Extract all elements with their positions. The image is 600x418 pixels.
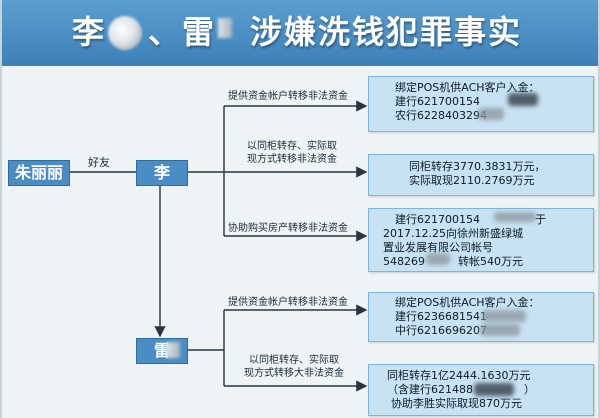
redaction-mark xyxy=(474,383,514,396)
fact-box-5: 同柜转存1亿2444.1630万元 （含建行621488 ） 协助李胜实际取现8… xyxy=(368,364,594,416)
redacted-name-blur xyxy=(108,16,142,50)
fact-box-2: 同柜转存3770.3831万元， 实际取现2110.2769万元 xyxy=(368,154,594,196)
fact-box-1: 绑定POS机供ACH客户入金： 建行621700154 农行6228403294 xyxy=(368,76,594,132)
redacted-name-blur xyxy=(166,342,180,358)
redaction-mark xyxy=(480,324,520,336)
relation-label: 好友 xyxy=(88,156,110,169)
person-node-lei: 雷 xyxy=(136,338,188,364)
title-char-1: 李 xyxy=(72,13,107,51)
title-char-2: 雷 xyxy=(182,13,217,51)
page-title: 涉嫌洗钱犯罪事实 xyxy=(250,13,523,51)
fact-box-3: 建行621700154 于 2017.12.25向徐州新盛绿城 置业发展有限公司… xyxy=(368,208,594,272)
title-bar: 李 、 雷 涉嫌洗钱犯罪事实 xyxy=(2,0,598,66)
redaction-mark xyxy=(494,212,536,222)
redaction-mark xyxy=(508,93,538,106)
person-node-zhu: 朱丽丽 xyxy=(8,160,70,186)
li-branch-label-2: 以同柜转存、实际取 现方式转移非法资金 xyxy=(247,141,337,165)
redacted-name-blur xyxy=(218,18,232,38)
redaction-mark xyxy=(426,253,450,265)
lei-branch-label-1: 提供资金帐户转移非法资金 xyxy=(228,297,348,308)
lei-branch-label-2: 以同柜转存、实际取 现方式转移大非法资金 xyxy=(244,355,344,379)
li-branch-label-1: 提供资金帐户转移非法资金 xyxy=(228,91,348,102)
redaction-mark xyxy=(482,310,526,322)
redaction-mark xyxy=(478,108,504,120)
li-branch-label-3: 协助购买房产转移非法资金 xyxy=(228,223,348,234)
person-node-li: 李 xyxy=(136,160,188,186)
title-separator: 、 xyxy=(148,13,183,51)
